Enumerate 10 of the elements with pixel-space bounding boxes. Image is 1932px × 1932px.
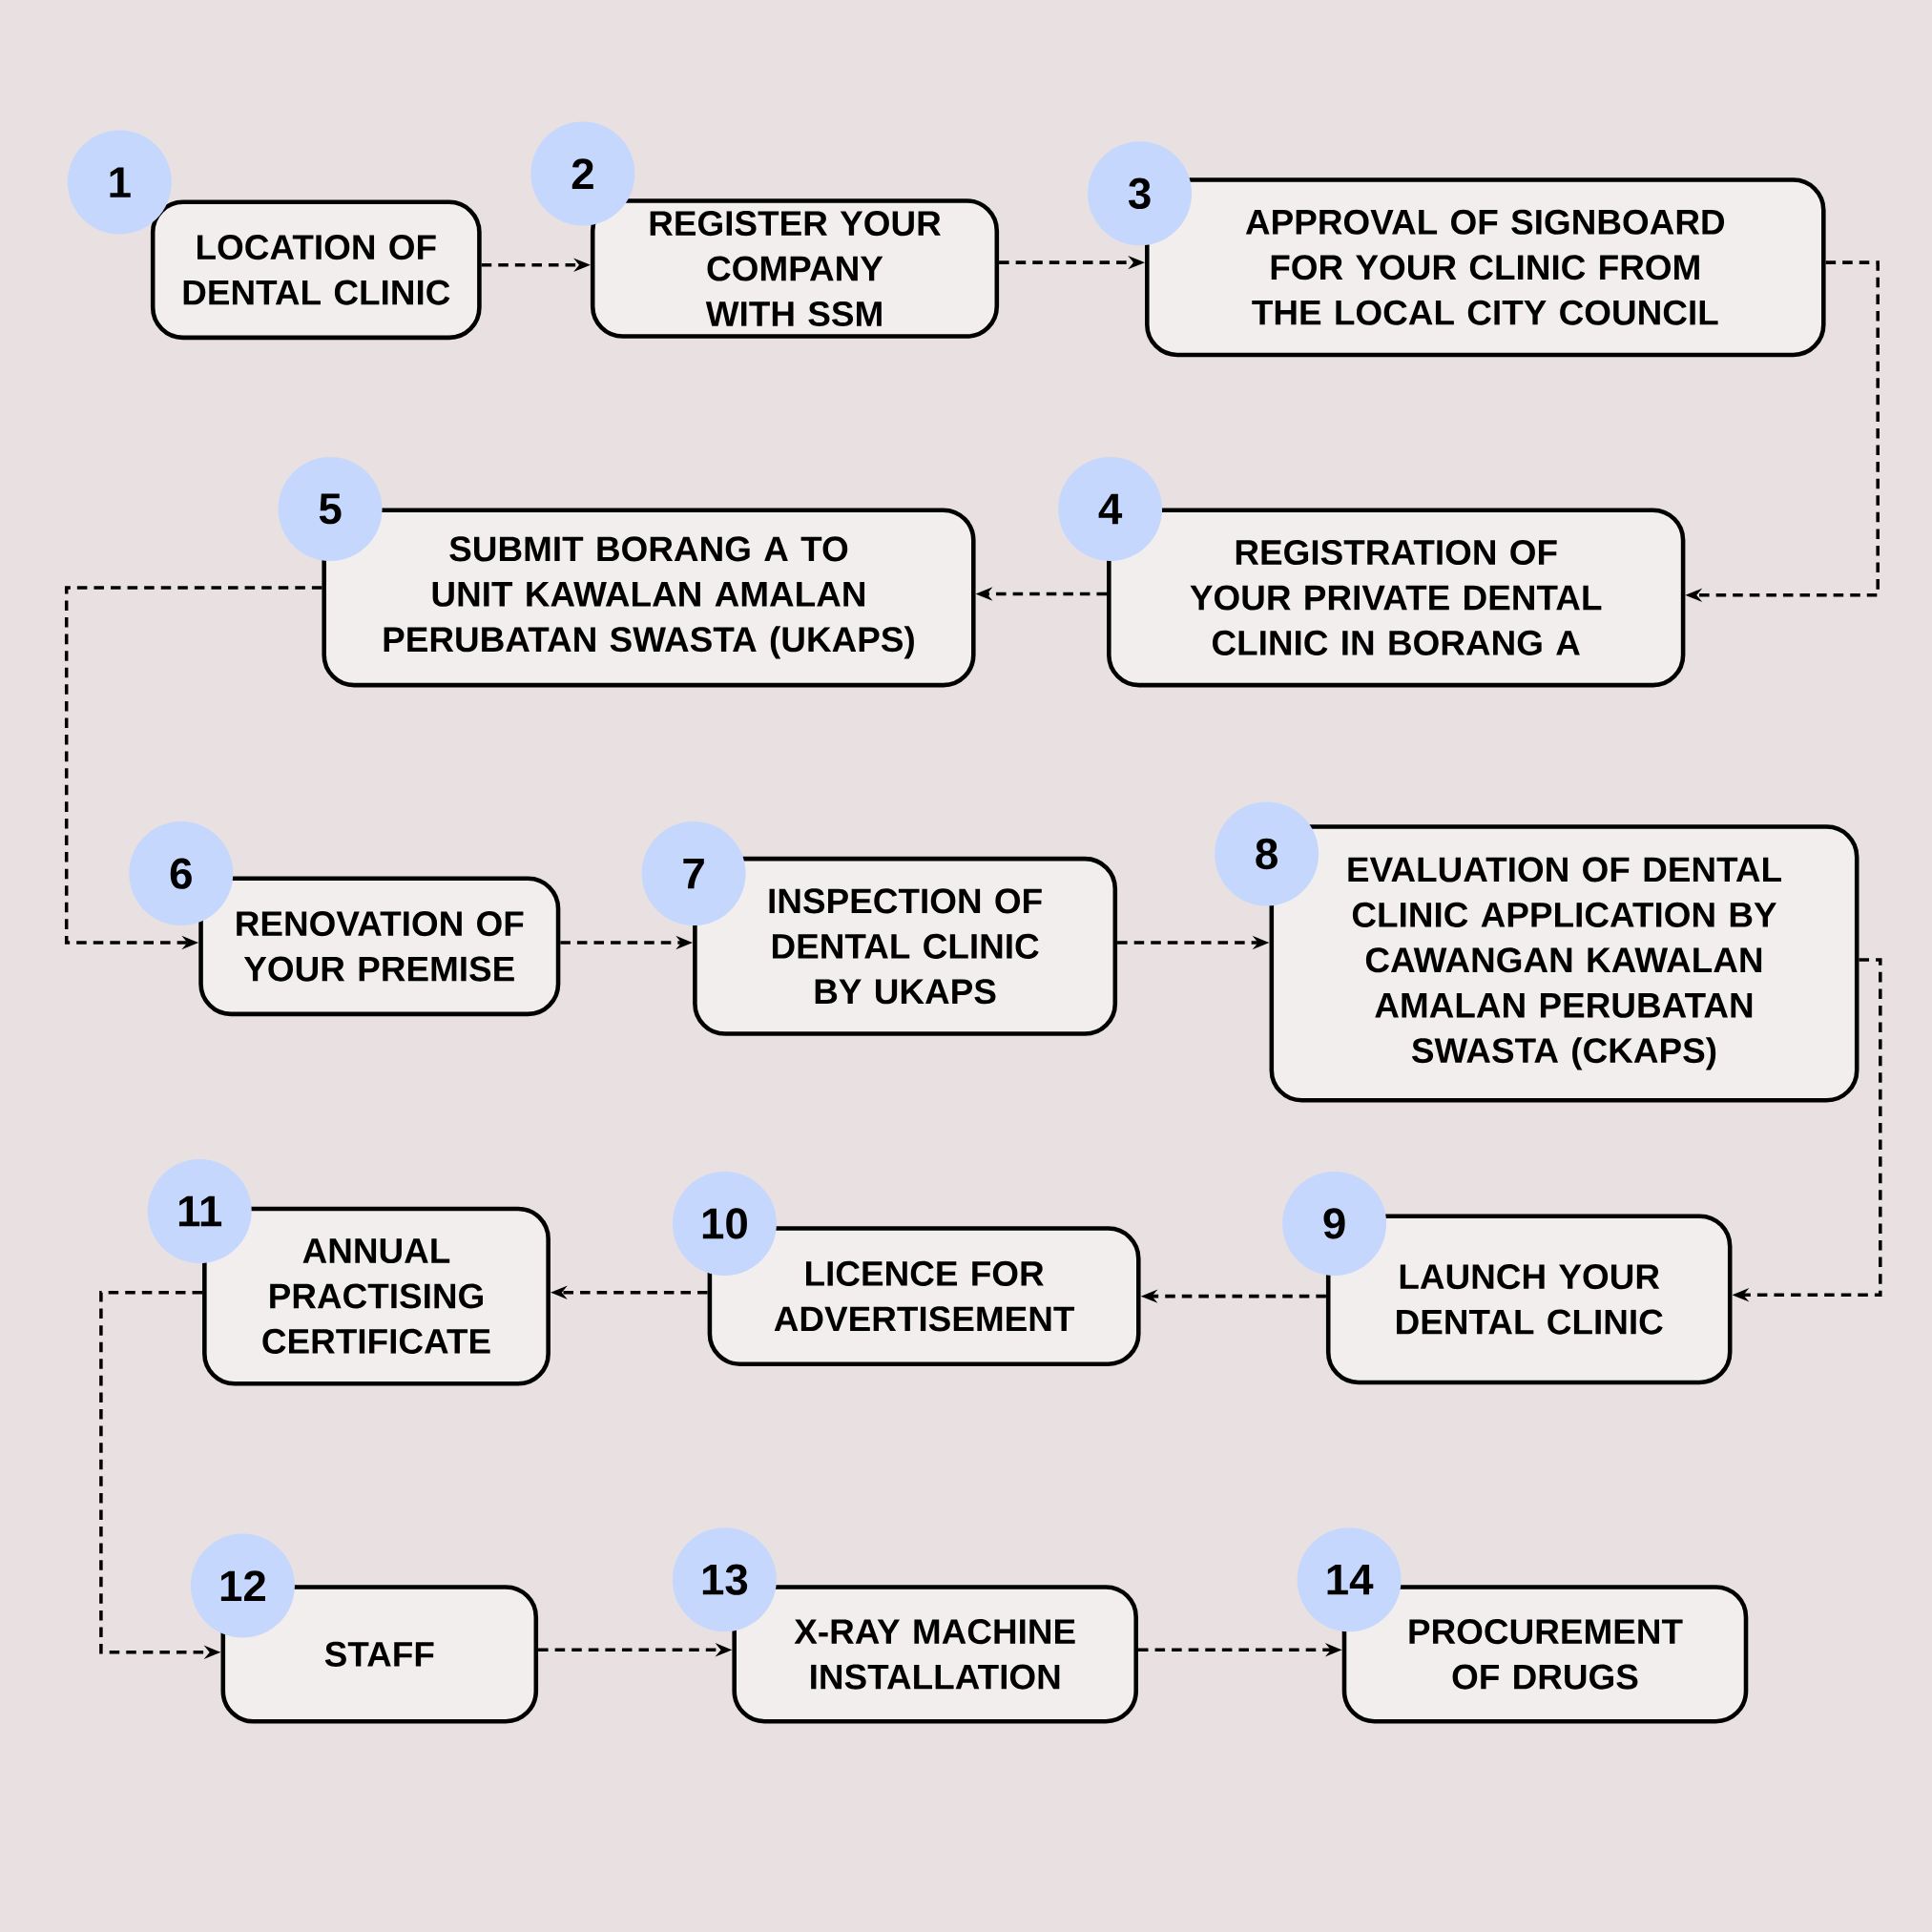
step-number: 9 — [1282, 1171, 1387, 1276]
step-box: RENOVATION OF YOUR PREMISE — [198, 876, 561, 1017]
step-number: 2 — [530, 121, 635, 226]
step-number: 12 — [190, 1533, 295, 1638]
step-number: 7 — [641, 821, 746, 926]
step-number: 1 — [67, 130, 172, 235]
step-number: 11 — [147, 1159, 252, 1263]
step-box: LOCATION OF DENTAL CLINIC — [150, 199, 482, 341]
step-box: REGISTER YOUR COMPANY WITH SSM — [590, 198, 1000, 339]
step-number: 6 — [129, 821, 234, 926]
